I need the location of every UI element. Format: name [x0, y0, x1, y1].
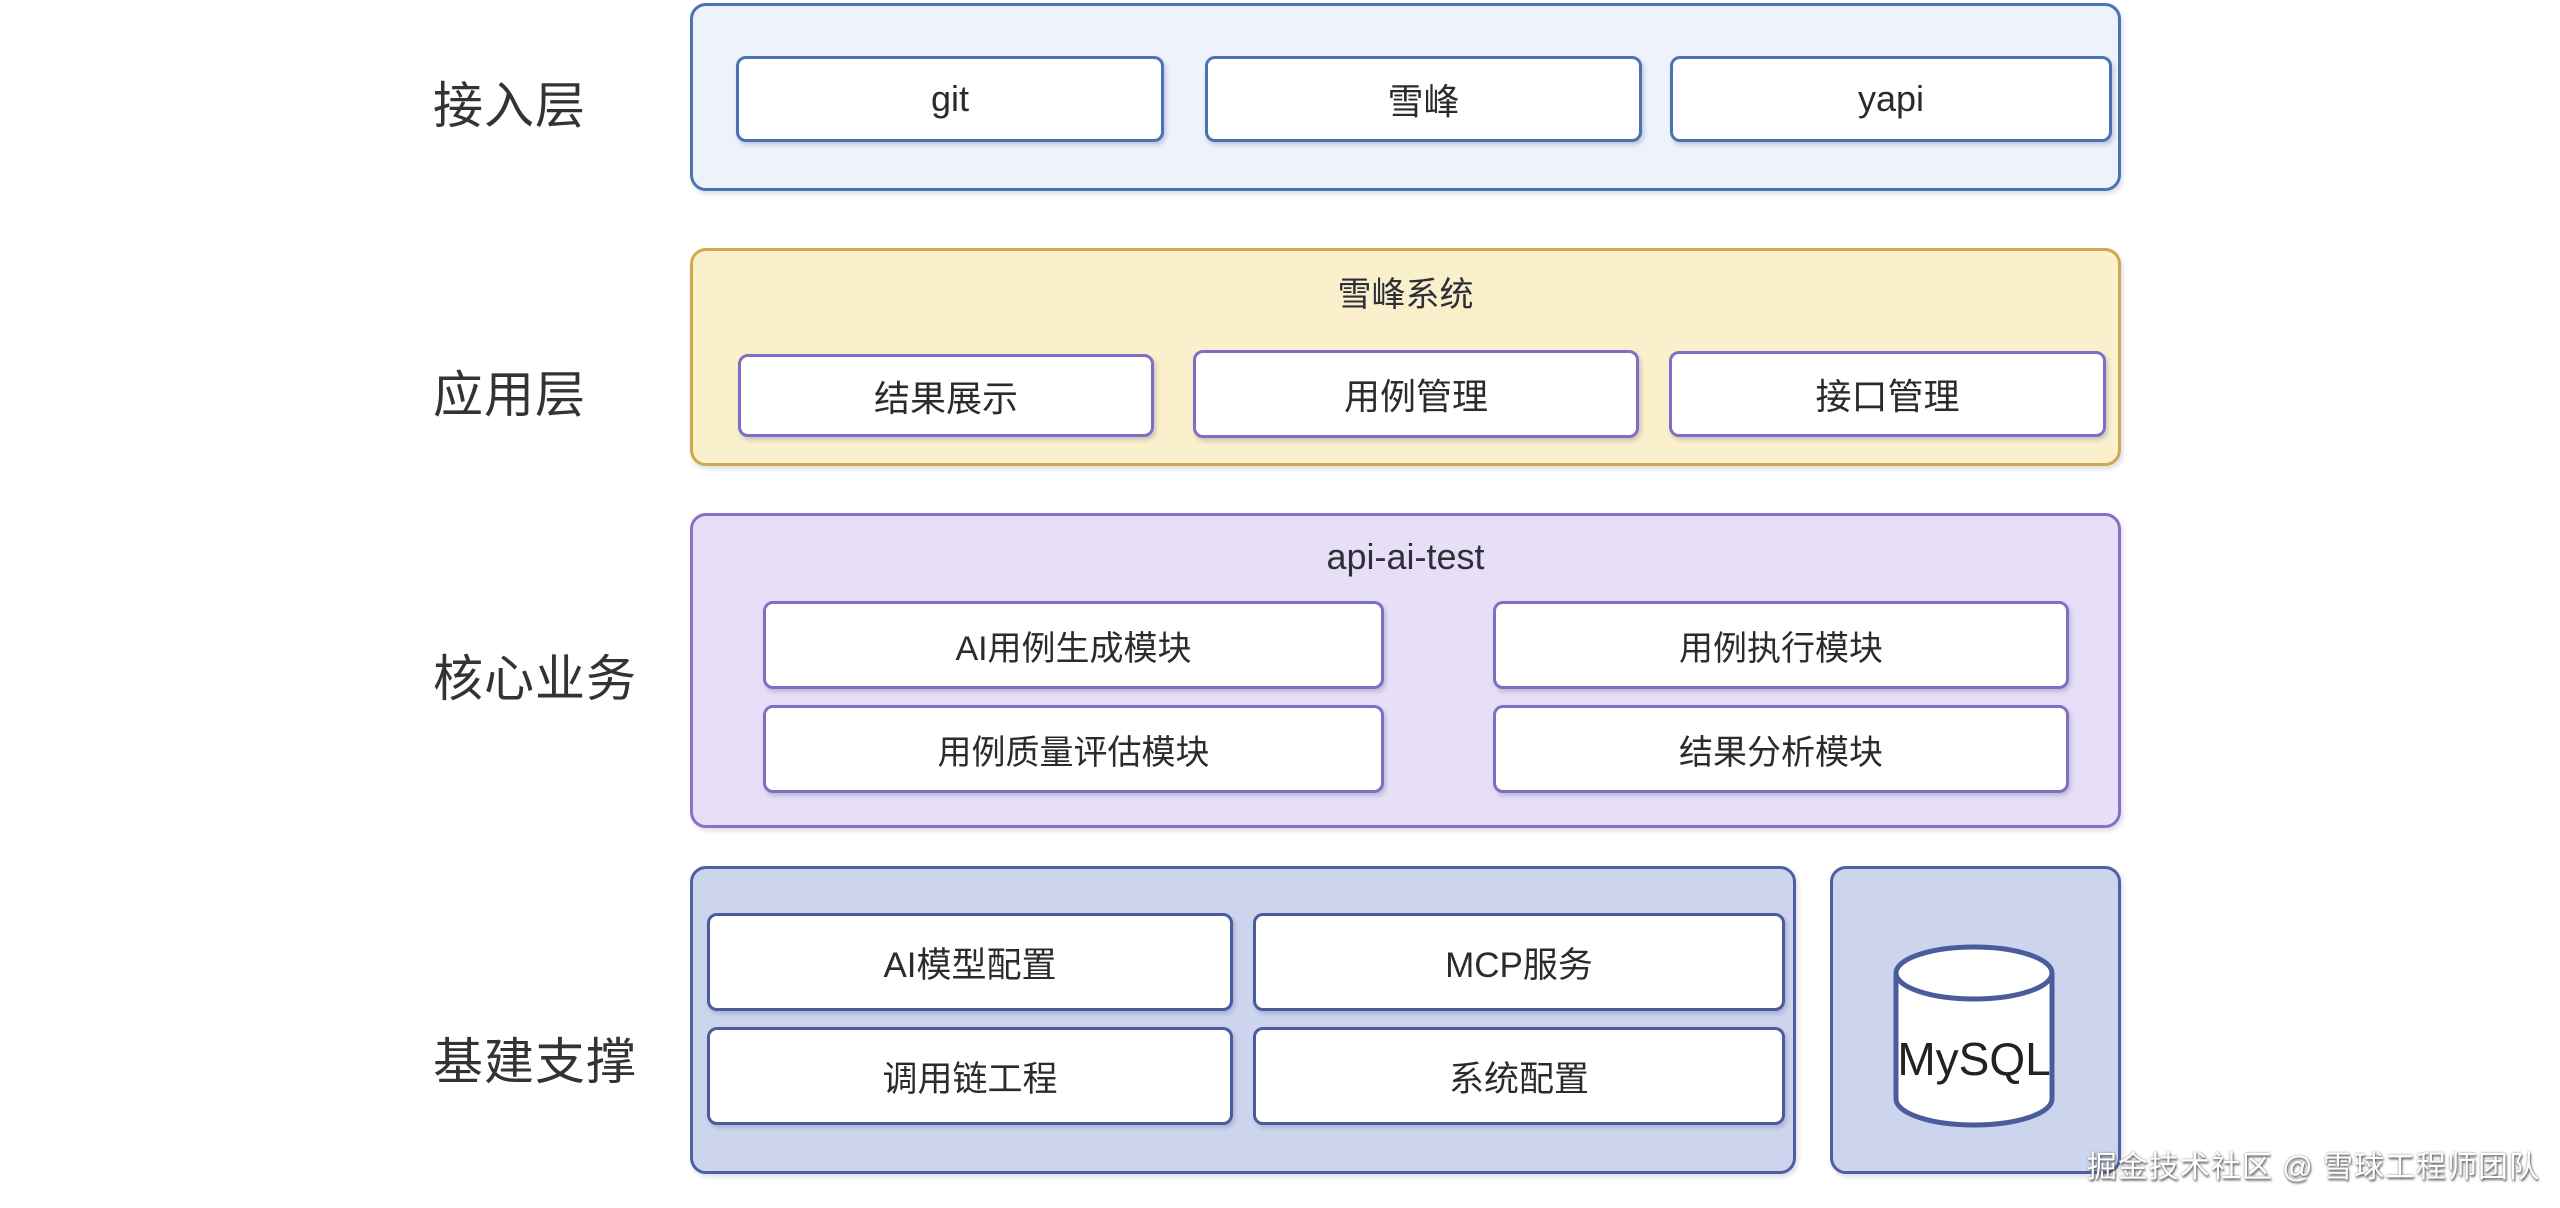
- node-git-label: git: [930, 78, 970, 119]
- watermark-text: 掘金技术社区 @ 雪球工程师团队: [2086, 1151, 2540, 1184]
- application-container-title: 雪峰系统: [1337, 276, 1474, 314]
- node-ai-case-generation: AI用例生成模块: [763, 601, 1384, 689]
- node-yapi-label: yapi: [1857, 78, 1925, 119]
- node-ai-model-config: AI模型配置: [707, 913, 1233, 1011]
- node-xuefeng-label: 雪峰: [1387, 81, 1460, 122]
- layer-label-application: 应用层: [433, 367, 586, 423]
- node-ai-model-config-label: AI模型配置: [883, 945, 1057, 985]
- node-system-config: 系统配置: [1253, 1027, 1785, 1125]
- node-case-execution-label: 用例执行模块: [1679, 629, 1883, 668]
- database-container: MySQL: [1830, 866, 2121, 1174]
- node-result-display-label: 结果展示: [873, 377, 1018, 419]
- node-mcp-service: MCP服务: [1253, 913, 1785, 1011]
- node-git: git: [736, 56, 1164, 142]
- node-yapi: yapi: [1670, 56, 2112, 142]
- application-layer-container: 雪峰系统 结果展示 用例管理 接口管理: [690, 248, 2121, 466]
- layer-label-core-business: 核心业务: [433, 651, 637, 707]
- node-result-display: 结果展示: [738, 354, 1154, 437]
- node-case-execution: 用例执行模块: [1493, 601, 2069, 689]
- node-case-quality-evaluation-label: 用例质量评估模块: [937, 733, 1210, 772]
- layer-label-access: 接入层: [433, 78, 586, 134]
- node-interface-management-label: 接口管理: [1815, 376, 1960, 417]
- mysql-label: MySQL: [1897, 1033, 2050, 1085]
- infrastructure-container: AI模型配置 MCP服务 调用链工程 系统配置: [690, 866, 1796, 1174]
- node-result-analysis: 结果分析模块: [1493, 705, 2069, 793]
- node-case-management: 用例管理: [1193, 350, 1639, 438]
- node-xuefeng: 雪峰: [1205, 56, 1642, 142]
- node-call-chain-engineering-label: 调用链工程: [882, 1059, 1058, 1099]
- node-system-config-label: 系统配置: [1448, 1059, 1589, 1099]
- node-result-analysis-label: 结果分析模块: [1679, 733, 1883, 772]
- node-ai-case-generation-label: AI用例生成模块: [955, 629, 1192, 668]
- node-interface-management: 接口管理: [1669, 351, 2106, 437]
- node-case-management-label: 用例管理: [1343, 376, 1488, 417]
- node-call-chain-engineering: 调用链工程: [707, 1027, 1233, 1125]
- node-case-quality-evaluation: 用例质量评估模块: [763, 705, 1384, 793]
- core-container-title: api-ai-test: [1326, 536, 1485, 577]
- access-layer-container: git 雪峰 yapi: [690, 3, 2121, 191]
- node-mcp-service-label: MCP服务: [1445, 945, 1593, 985]
- core-business-container: api-ai-test AI用例生成模块 用例执行模块 用例质量评估模块 结果分…: [690, 513, 2121, 828]
- mysql-database-cylinder-icon: MySQL: [1893, 944, 2055, 1128]
- layer-label-infrastructure: 基建支撑: [433, 1034, 637, 1090]
